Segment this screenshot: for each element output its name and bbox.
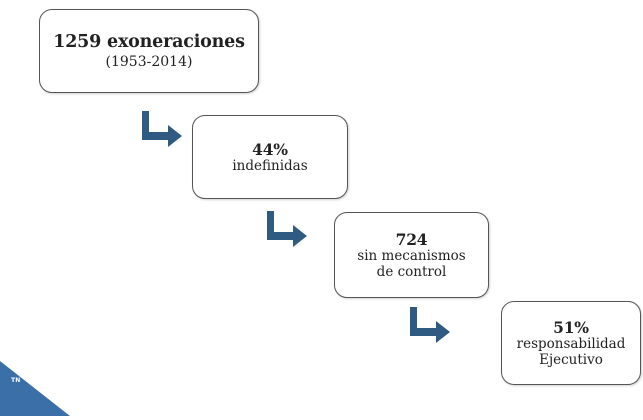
- tn-logo-text: TN: [11, 377, 21, 384]
- step-value: 724: [395, 229, 428, 249]
- down-right-arrow-icon: [408, 307, 452, 343]
- step-box-exonerations-total: 1259 exoneraciones (1953-2014): [39, 9, 259, 93]
- step-box-indefinite: 44% indefinidas: [192, 115, 348, 199]
- step-label-line1: responsabilidad: [516, 335, 626, 352]
- down-right-arrow-icon: [265, 211, 309, 247]
- step-label-line1: sin mecanismos: [357, 247, 466, 264]
- step-label: (1953-2014): [105, 54, 193, 70]
- step-label-line2: de control: [376, 263, 447, 280]
- step-label-line2: Ejecutivo: [539, 351, 603, 368]
- down-right-arrow-icon: [140, 111, 184, 147]
- step-value: 44%: [252, 139, 288, 159]
- tn-logo-badge: [0, 361, 70, 416]
- step-value: 1259 exoneraciones: [53, 32, 245, 52]
- step-label: indefinidas: [232, 157, 308, 174]
- step-value: 51%: [553, 317, 589, 337]
- step-box-no-control: 724 sin mecanismos de control: [334, 212, 489, 298]
- step-box-executive-responsibility: 51% responsabilidad Ejecutivo: [501, 301, 641, 385]
